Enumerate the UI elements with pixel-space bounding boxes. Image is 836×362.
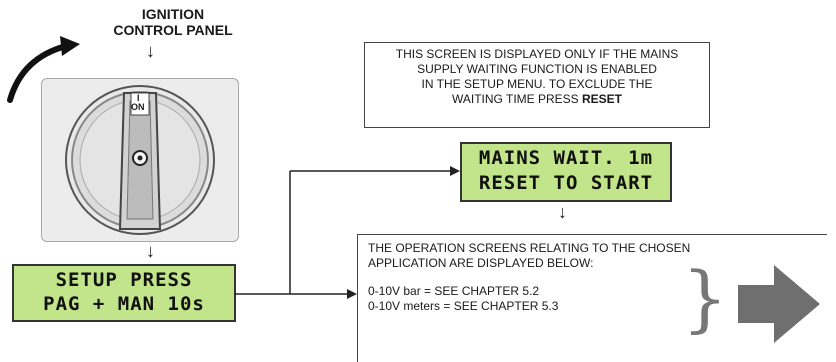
note-line3: IN THE SETUP MENU. TO EXCLUDE THE xyxy=(421,77,653,91)
switch-label-i: I xyxy=(137,93,140,103)
arrowhead-icon xyxy=(450,166,460,176)
rotation-arrowhead-icon xyxy=(60,36,80,56)
setup-line1: SETUP PRESS xyxy=(55,269,193,291)
down-arrow-icon: ↓ xyxy=(146,41,155,61)
reset-keyword: RESET xyxy=(582,92,623,106)
operation-line2: APPLICATION ARE DISPLAYED BELOW: xyxy=(368,256,594,270)
down-arrow-icon: ↓ xyxy=(146,241,155,261)
panel-title-line1: IGNITION xyxy=(141,6,205,22)
panel-title-line2: CONTROL PANEL xyxy=(113,22,233,38)
setup-lcd-display: SETUP PRESS PAG + MAN 10s xyxy=(12,264,236,322)
rotation-arrow-icon xyxy=(7,43,69,103)
wait-line1: MAINS WAIT. 1m xyxy=(478,147,654,169)
switch-label-on: ON xyxy=(131,102,145,112)
panel-title: IGNITION CONTROL PANEL xyxy=(95,6,251,38)
operation-line1: THE OPERATION SCREENS RELATING TO THE CH… xyxy=(368,241,691,255)
note-line4: WAITING TIME PRESS RESET xyxy=(365,92,709,107)
note-line2: SUPPLY WAITING FUNCTION IS ENABLED xyxy=(417,62,657,76)
note-box: THIS SCREEN IS DISPLAYED ONLY IF THE MAI… xyxy=(364,42,710,128)
wait-line2: RESET TO START xyxy=(478,172,654,194)
right-arrow-icon xyxy=(738,265,820,343)
ignition-switch[interactable]: I ON xyxy=(41,78,239,242)
note-line4-prefix: WAITING TIME PRESS xyxy=(451,92,582,106)
brace-icon: } xyxy=(682,256,728,340)
arrowhead-icon xyxy=(347,289,357,299)
rotary-knob-icon xyxy=(65,85,215,235)
down-arrow-icon: ↓ xyxy=(558,202,567,222)
operation-item: 0-10V meters = SEE CHAPTER 5.3 xyxy=(368,299,559,313)
mains-wait-lcd-display: MAINS WAIT. 1m RESET TO START xyxy=(460,142,672,202)
setup-line2: PAG + MAN 10s xyxy=(43,293,205,315)
note-line1: THIS SCREEN IS DISPLAYED ONLY IF THE MAI… xyxy=(395,47,679,61)
operation-item: 0-10V bar = SEE CHAPTER 5.2 xyxy=(368,284,540,298)
